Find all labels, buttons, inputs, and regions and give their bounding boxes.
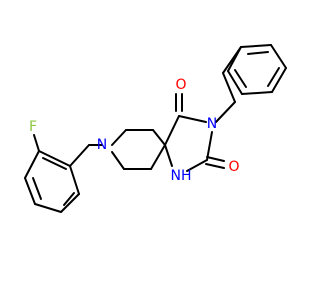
bond (222, 72, 236, 103)
bond (150, 144, 166, 170)
bond (69, 144, 90, 167)
bond (227, 46, 242, 72)
bond (270, 44, 287, 69)
bond (247, 51, 269, 55)
bond (227, 70, 243, 95)
bond-layer (24, 44, 287, 213)
bond (241, 91, 273, 95)
bond (206, 131, 213, 161)
fluorine-atom-label: F (29, 119, 37, 135)
top-oxygen-label: O (175, 77, 186, 93)
bond (34, 203, 62, 213)
bond (186, 159, 208, 172)
bond (111, 151, 125, 170)
bond (240, 44, 272, 48)
structure-canvas: F N N NH O O (24, 44, 287, 213)
bond (38, 150, 71, 167)
bond (152, 129, 166, 146)
imide-nitrogen-label: N (207, 116, 217, 132)
right-oxygen-label: O (228, 159, 239, 175)
bond (24, 150, 40, 179)
bond (234, 69, 247, 88)
bond (32, 177, 42, 200)
bond (42, 157, 67, 170)
atom-label-layer: F N N NH O O (29, 77, 240, 184)
bond (267, 67, 280, 87)
bond (271, 67, 287, 93)
piperidine-nitrogen-label: N (97, 137, 107, 153)
bond (206, 156, 225, 162)
bond (205, 163, 225, 169)
bond (178, 115, 207, 123)
bond (111, 129, 127, 146)
bond (164, 144, 173, 167)
bond (63, 192, 75, 206)
bond (69, 165, 80, 195)
bond (60, 193, 80, 213)
bond (33, 134, 40, 152)
bond (24, 177, 36, 205)
bond (215, 101, 236, 123)
amine-nh-label: NH (171, 168, 192, 184)
molecule-diagram: F N N NH O O (24, 44, 287, 213)
bond (164, 115, 180, 146)
